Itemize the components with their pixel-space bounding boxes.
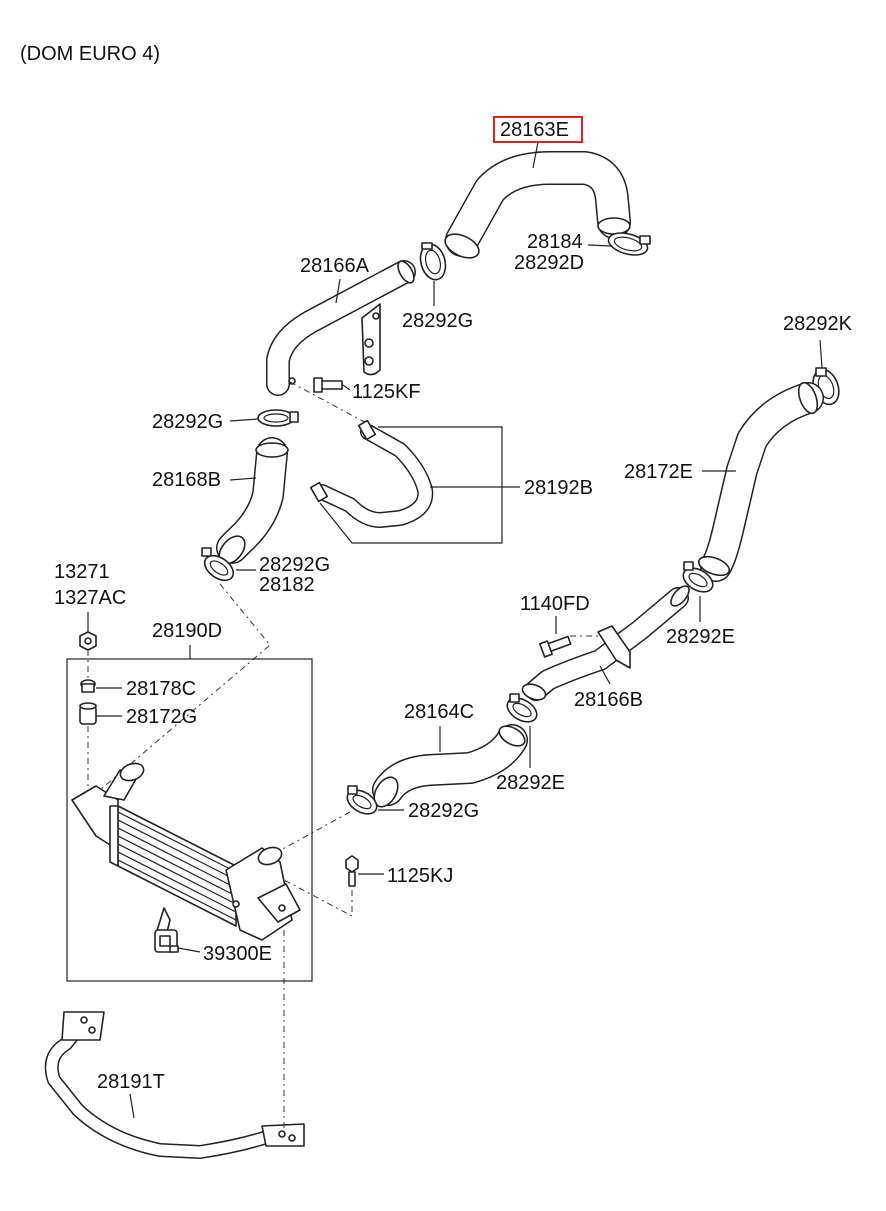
clamp-28292G-top[interactable] (417, 242, 449, 283)
label-28184[interactable]: 28184 (527, 231, 583, 253)
grommet-28172G[interactable] (79, 702, 97, 725)
variant-label: (DOM EURO 4) (20, 43, 160, 65)
label-1327AC[interactable]: 1327AC (54, 587, 126, 609)
clamp-28184[interactable] (606, 229, 651, 259)
intercooler-core[interactable] (71, 760, 301, 941)
clamp-28292E-lower[interactable] (503, 693, 541, 726)
label-28182[interactable]: 28182 (259, 574, 315, 596)
clamp-28292G-lower[interactable] (200, 547, 238, 585)
label-28292K[interactable]: 28292K (783, 313, 853, 335)
label-28178C[interactable]: 28178C (126, 678, 196, 700)
label-28292G-top[interactable]: 28292G (402, 310, 473, 332)
hose-28172E[interactable] (696, 380, 824, 582)
label-28172G[interactable]: 28172G (126, 706, 197, 728)
label-28292G-lower[interactable]: 28292G (259, 554, 330, 576)
label-1125KF[interactable]: 1125KF (352, 381, 421, 403)
nut-1327AC[interactable] (79, 631, 97, 651)
label-13271[interactable]: 13271 (54, 561, 110, 583)
label-28172E[interactable]: 28172E (624, 461, 693, 483)
label-28168B[interactable]: 28168B (152, 469, 221, 491)
label-28292E-upper[interactable]: 28292E (666, 626, 735, 648)
label-28163E[interactable]: 28163E (500, 119, 569, 141)
label-28166B[interactable]: 28166B (574, 689, 643, 711)
bracket-28191T[interactable] (44, 1011, 305, 1159)
label-28292G-bottom[interactable]: 28292G (408, 800, 479, 822)
sensor-39300E[interactable] (154, 929, 179, 953)
pipe-28166A[interactable] (266, 259, 417, 396)
label-1125KJ[interactable]: 1125KJ (387, 865, 453, 887)
hose-28192B[interactable] (309, 419, 434, 528)
hose-28168B[interactable] (214, 437, 289, 569)
label-39300E[interactable]: 39300E (203, 943, 272, 965)
bolt-1125KF[interactable] (313, 377, 343, 393)
label-28292E-lower[interactable]: 28292E (496, 772, 565, 794)
label-28190D[interactable]: 28190D (152, 620, 222, 642)
clamp-28292E-upper[interactable] (679, 561, 717, 597)
hose-28163E[interactable] (441, 151, 631, 263)
label-28292D[interactable]: 28292D (514, 252, 584, 274)
bolt-1125KJ[interactable] (345, 855, 359, 887)
label-28192B[interactable]: 28192B (524, 477, 593, 499)
label-28164C[interactable]: 28164C (404, 701, 474, 723)
clamp-28292G-mid[interactable] (257, 409, 299, 427)
label-28166A[interactable]: 28166A (300, 255, 370, 277)
pipe-28166B[interactable] (520, 583, 692, 703)
hose-28164C[interactable] (369, 722, 528, 811)
washer-28178C[interactable] (80, 679, 96, 693)
clamp-28292G-bottom[interactable] (343, 785, 381, 818)
label-1140FD[interactable]: 1140FD (520, 593, 590, 615)
label-28292G-mid[interactable]: 28292G (152, 411, 223, 433)
bolt-1140FD[interactable] (539, 635, 572, 658)
label-28191T[interactable]: 28191T (97, 1071, 165, 1093)
